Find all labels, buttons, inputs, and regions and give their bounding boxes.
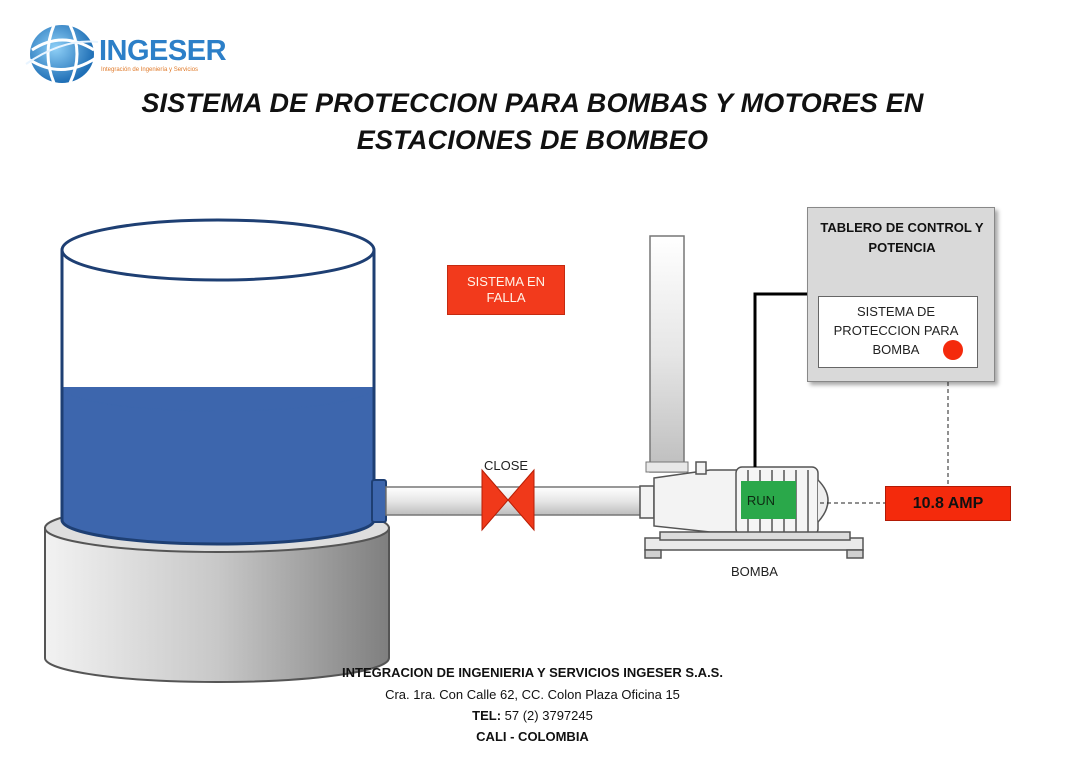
footer-company: INTEGRACION DE INGENIERIA Y SERVICIOS IN… [342,665,723,680]
pump-label: BOMBA [731,564,778,579]
logo-tagline: Integración de Ingeniería y Servicios [101,67,199,73]
run-indicator [741,481,796,519]
footer-city: CALI - COLOMBIA [476,729,589,744]
footer-address: Cra. 1ra. Con Calle 62, CC. Colon Plaza … [385,687,680,702]
page-title-line1: SISTEMA DE PROTECCION PARA BOMBAS Y MOTO… [141,88,924,118]
control-cable [753,292,807,467]
current-reading: 10.8 AMP [885,486,1011,521]
protection-system-label: SISTEMA DE PROTECCION PARA BOMBA [833,304,959,357]
system-fault-alarm: SISTEMA EN FALLA [447,265,565,315]
globe-logo-icon [25,24,99,84]
control-panel-title: TABLERO DE CONTROL Y POTENCIA [820,220,984,255]
vertical-discharge-pipe [649,235,685,473]
page-title-line2: ESTACIONES DE BOMBEO [356,125,709,155]
footer-phone-label: TEL: [472,708,502,723]
valve-icon [481,468,535,532]
fault-indicator-led [943,340,963,360]
valve-status-label: CLOSE [484,458,529,473]
logo-wordmark: INGESER [99,35,227,67]
tank-outlet-flange [371,479,387,523]
footer-phone: TEL: 57 (2) 3797245 [0,708,1065,723]
run-indicator-label: RUN [746,493,776,508]
footer-phone-value: 57 (2) 3797245 [501,708,593,723]
water-tank [60,218,376,546]
